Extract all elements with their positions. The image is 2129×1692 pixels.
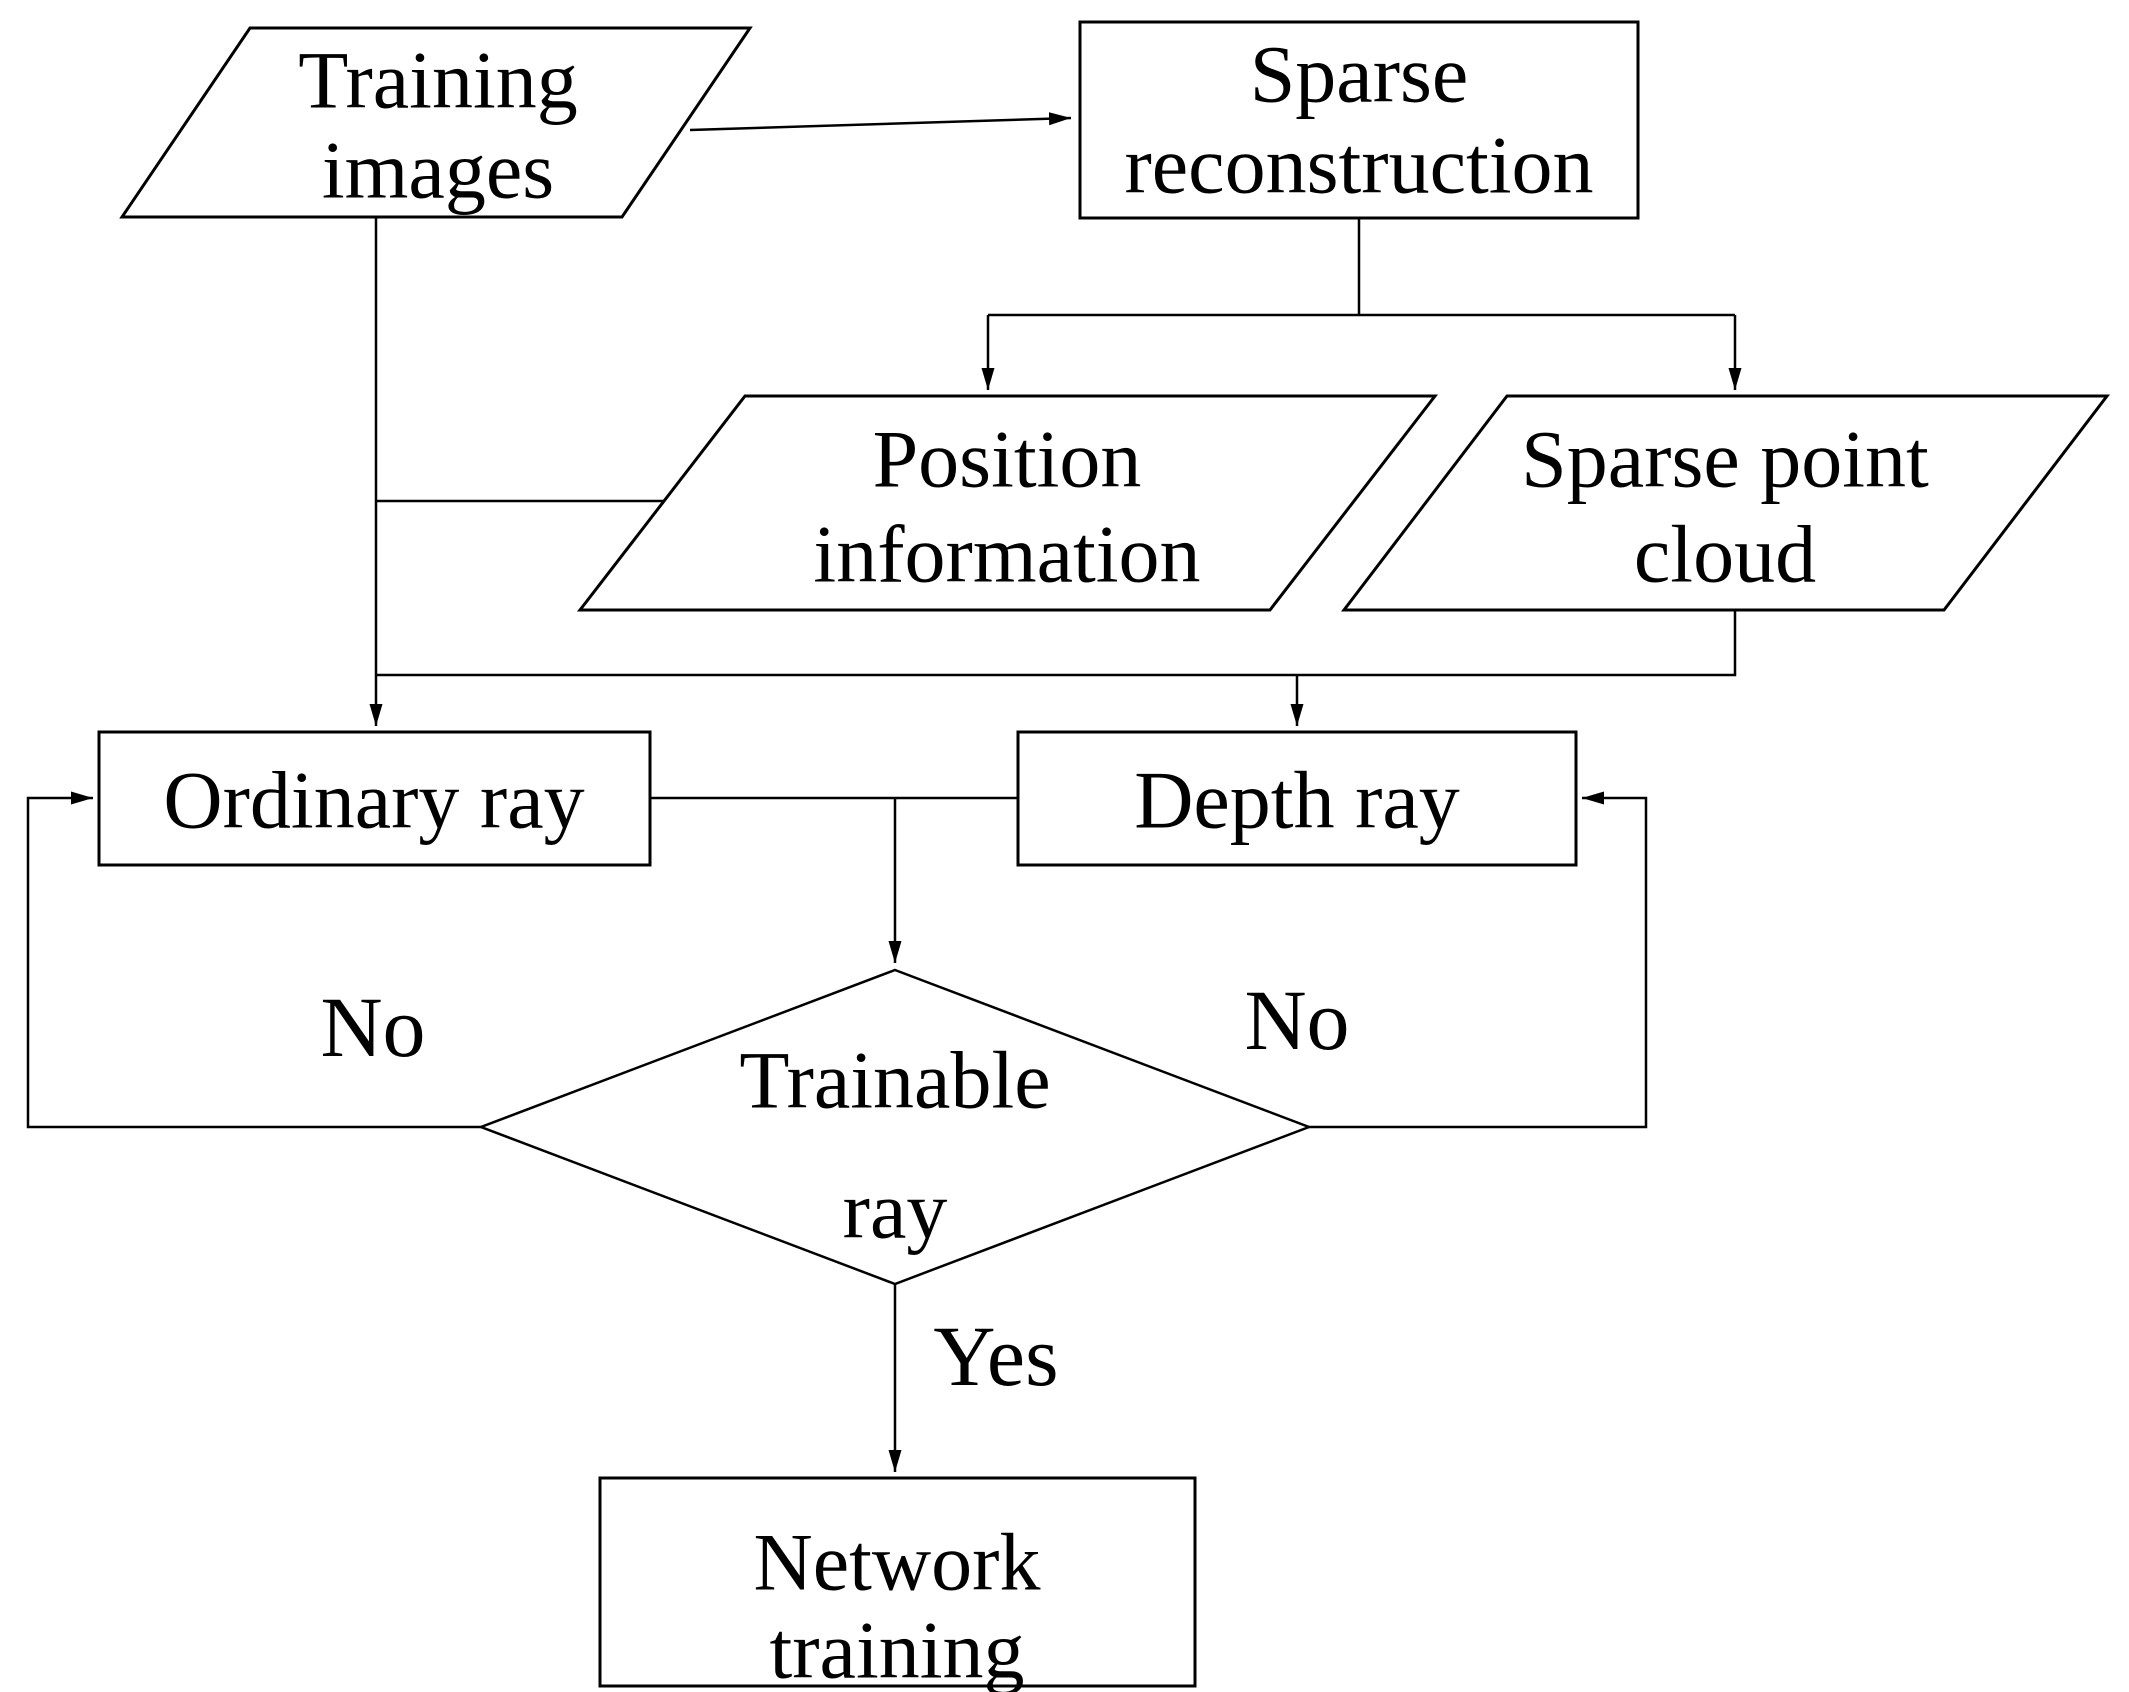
node-network-training-shape [598, 1476, 1197, 1688]
edge-no-loop-right [1309, 791, 1648, 1129]
node-sparse-reconstruction-label-line-1: Sparse [1250, 29, 1469, 120]
node-sparse-reconstruction: Sparse reconstruction [1078, 20, 1640, 220]
edge-training-images-to-sparse-reconstruction [689, 112, 1072, 132]
node-ordinary-ray-label: Ordinary ray [163, 755, 584, 846]
node-training-images-label-line-1: Training [298, 35, 577, 126]
node-ordinary-ray-shape [97, 730, 652, 867]
node-position-information-label-line-2: information [813, 509, 1200, 600]
node-network-training-label-line-1: Network [754, 1517, 1041, 1608]
node-training-images: Training images [119, 26, 753, 219]
node-ordinary-ray: Ordinary ray [97, 730, 652, 867]
node-training-images-shape [119, 26, 753, 219]
node-network-training-label-line-2: training [769, 1605, 1024, 1692]
node-sparse-point-cloud-label-line-1: Sparse point [1521, 414, 1929, 505]
edge-sparse-point-cloud-bar [376, 610, 1737, 677]
edges [26, 112, 1742, 1472]
node-trainable-ray-shape [477, 968, 1313, 1286]
node-sparse-point-cloud: Sparse point cloud [1340, 394, 2111, 612]
node-position-information: Position information [576, 394, 1439, 612]
node-position-information-label-line-1: Position [873, 414, 1142, 505]
node-sparse-reconstruction-label-line-2: reconstruction [1124, 120, 1593, 211]
node-training-images-label-line-2: images [322, 125, 554, 216]
node-network-training: Network training [598, 1476, 1197, 1692]
node-sparse-point-cloud-shape [1340, 394, 2111, 612]
node-sparse-point-cloud-label-line-2: cloud [1634, 509, 1816, 600]
node-depth-ray-label: Depth ray [1134, 755, 1460, 846]
node-depth-ray-shape [1016, 730, 1578, 867]
node-trainable-ray-label-line-1: Trainable [739, 1035, 1050, 1126]
node-trainable-ray: Trainable ray [477, 968, 1313, 1286]
edge-label-no-left: No [320, 979, 425, 1075]
edge-label-no-right: No [1244, 972, 1349, 1068]
edge-label-yes: Yes [933, 1308, 1058, 1404]
node-sparse-reconstruction-shape [1078, 20, 1640, 220]
node-position-information-shape [576, 394, 1439, 612]
node-depth-ray: Depth ray [1016, 730, 1578, 867]
node-trainable-ray-label-line-2: ray [843, 1165, 948, 1256]
edge-no-loop-left [26, 791, 481, 1129]
